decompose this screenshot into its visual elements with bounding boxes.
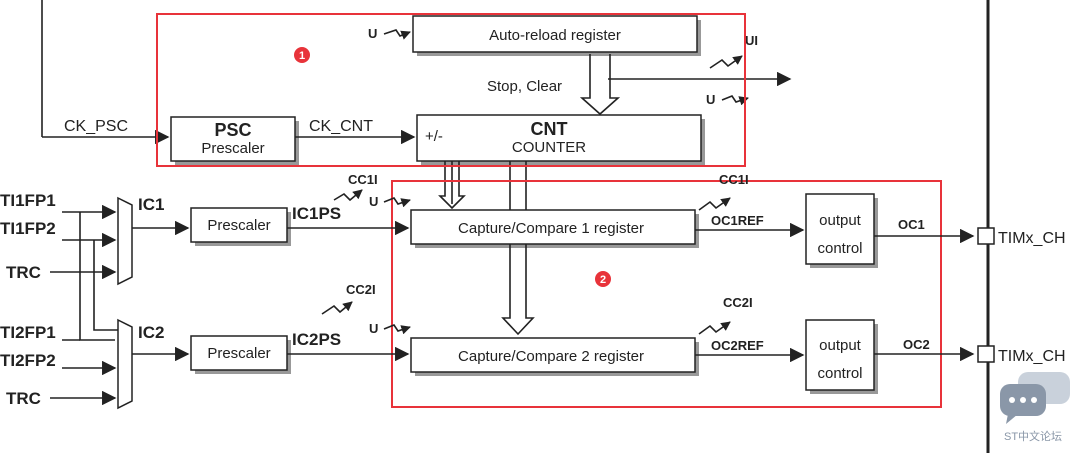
ti2fp2-label: TI2FP2 [0,351,56,370]
timx-ch2-label: TIMx_CH [998,348,1066,365]
forum-watermark: ST中文论坛 [1000,372,1070,443]
prescaler-1-label: Prescaler [207,217,270,234]
ic2-mux [117,318,133,410]
oc1-label: OC1 [898,217,925,232]
cc1i-top-arrow [333,189,363,202]
u-cc1-arrow [383,197,411,208]
cnt-counter-block: +/- CNT COUNTER [416,114,705,165]
ccr2-label: Capture/Compare 2 register [458,348,644,365]
psc-title: PSC [214,120,251,140]
ti1-to-mux2-wire [79,212,115,341]
ui-label: UI [745,33,758,48]
u-cc2-label: U [369,321,378,336]
prescaler-1-block: Prescaler [190,207,291,246]
out2-line-b: control [817,365,862,382]
psc-subtitle: Prescaler [201,140,264,157]
ti2fp1-label: TI2FP1 [0,323,56,342]
ic1-mux [117,196,133,286]
capture-compare-1-register: Capture/Compare 1 register [410,209,699,248]
ic2-label: IC2 [138,323,164,342]
arr-to-cnt-arrow [579,54,621,116]
cnt-title: CNT [531,119,568,139]
prescaler-2-block: Prescaler [190,335,291,374]
auto-reload-label: Auto-reload register [489,27,621,44]
u-out-label: U [706,92,715,107]
cc1i-top-label: CC1I [348,172,378,187]
u-out-arrow [721,95,749,106]
out2-line-a: output [819,337,862,354]
u-cc1-label: U [369,194,378,209]
timx-ch1-pin [977,227,995,245]
capture-compare-2-register: Capture/Compare 2 register [410,337,699,376]
ic1ps-label: IC1PS [292,204,341,223]
ccr1-to-ccr2-arrow [501,244,535,336]
ic1-label: IC1 [138,195,164,214]
timx-ch2-pin [977,345,995,363]
trc2-label: TRC [6,389,41,408]
psc-prescaler-block: PSC Prescaler [170,116,299,165]
cc1i-right-arrow [698,197,731,211]
ti1fp1-label: TI1FP1 [0,191,56,210]
ccr1-label: Capture/Compare 1 register [458,220,644,237]
oc1ref-label: OC1REF [711,213,764,228]
region-1-badge [294,47,310,63]
out1-line-b: control [817,240,862,257]
auto-reload-register: Auto-reload register [412,15,701,56]
cnt-plus-minus: +/- [425,128,443,145]
ck-cnt-label: CK_CNT [309,118,373,135]
cc2i-top-arrow [321,301,353,315]
timx-ch1-label: TIMx_CH [998,230,1066,247]
cnt-to-ccr1-arrow-a [438,161,466,210]
region-1-badge-label: 1 [299,50,305,62]
region-1-highlight [156,13,746,167]
region-2-highlight [391,180,942,408]
ti1fp2-label: TI1FP2 [0,219,56,238]
u-cc2-arrow [383,324,411,335]
ck-psc-label: CK_PSC [64,118,128,135]
output-control-2-block: output control [805,319,878,394]
ui-arrow [709,55,743,69]
ti1-cross-wire [93,240,118,331]
u-arr-label: U [368,26,377,41]
cc2i-right-label: CC2I [723,295,753,310]
region-2-badge-label: 2 [600,274,606,286]
out1-line-a: output [819,212,862,229]
cc2i-right-arrow [698,321,731,335]
ic2ps-label: IC2PS [292,330,341,349]
output-control-1-block: output control [805,193,878,268]
trc1-label: TRC [6,263,41,282]
cc2i-top-label: CC2I [346,282,376,297]
cc1i-right-label: CC1I [719,172,749,187]
oc2ref-label: OC2REF [711,338,764,353]
u-arr-arrow [383,29,411,40]
prescaler-2-label: Prescaler [207,345,270,362]
region-2-badge [595,271,611,287]
stop-clear-label: Stop, Clear [487,78,562,95]
oc2-label: OC2 [903,337,930,352]
chat-bubble-icon [1000,372,1070,424]
cnt-subtitle: COUNTER [512,139,586,156]
watermark-text: ST中文论坛 [1004,429,1062,443]
